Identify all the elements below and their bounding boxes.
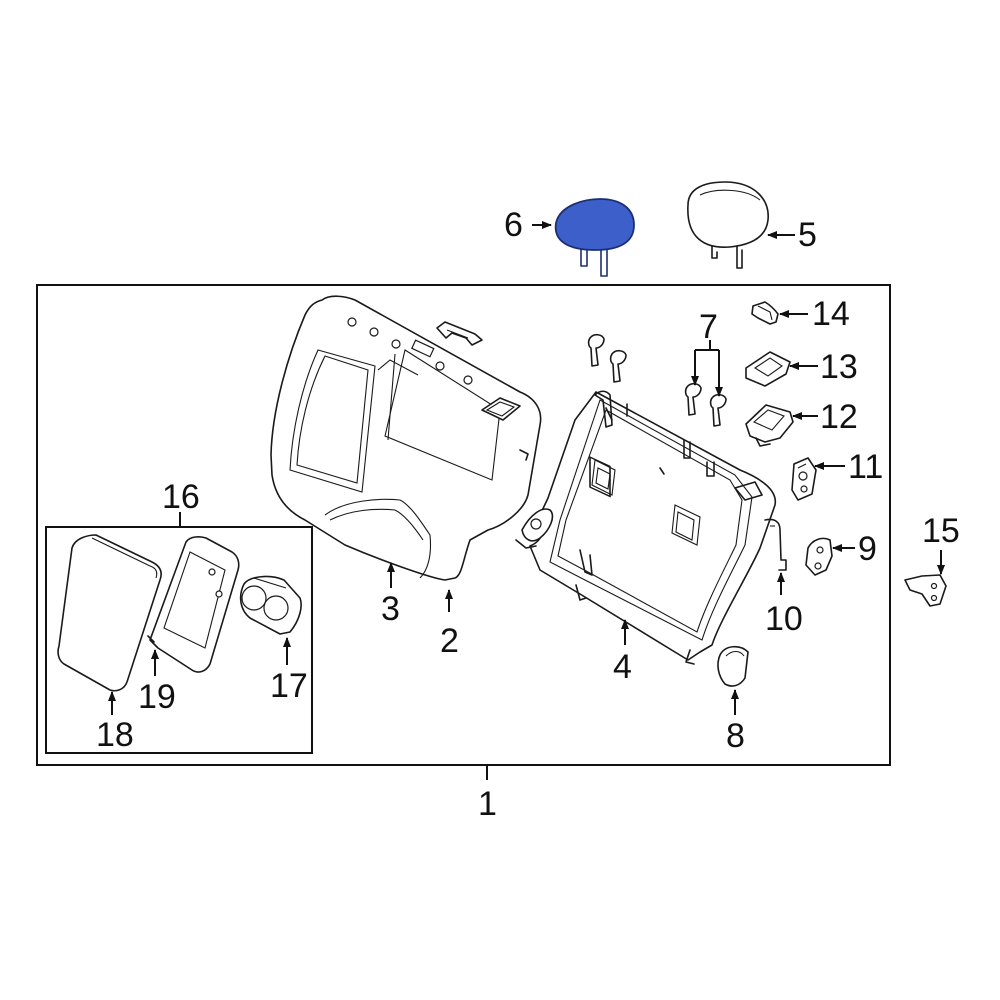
seat-back-cover[interactable] <box>270 295 542 581</box>
trim-cover[interactable] <box>717 645 749 687</box>
lock-mechanism[interactable] <box>791 457 817 501</box>
callout-11: 11 <box>848 448 883 486</box>
armrest-frame[interactable] <box>147 536 240 673</box>
callout-19: 19 <box>138 678 176 716</box>
callout-9: 9 <box>858 530 877 568</box>
callout-18: 18 <box>96 716 134 754</box>
release-handle[interactable] <box>745 404 794 447</box>
assembly-frame <box>36 284 891 766</box>
callout-16: 16 <box>162 478 200 516</box>
release-bezel[interactable] <box>745 351 791 387</box>
callout-4: 4 <box>613 648 632 686</box>
leader-lines <box>108 221 945 780</box>
callout-14: 14 <box>812 295 850 333</box>
callout-7: 7 <box>699 308 718 346</box>
headrest-highlighted[interactable] <box>554 198 635 277</box>
callout-13: 13 <box>820 348 858 386</box>
armrest-cover[interactable] <box>57 534 162 692</box>
callout-2: 2 <box>440 622 459 660</box>
striker-bracket[interactable] <box>805 537 833 576</box>
callout-10: 10 <box>765 600 803 638</box>
headrest[interactable] <box>687 181 769 269</box>
callout-1: 1 <box>478 785 497 823</box>
seat-back-frame[interactable] <box>515 390 776 665</box>
callout-15: 15 <box>922 512 960 550</box>
callout-12: 12 <box>820 398 858 436</box>
hook-bracket[interactable] <box>904 574 947 607</box>
callout-5: 5 <box>798 216 817 254</box>
callout-3: 3 <box>381 590 400 628</box>
callout-labels: 1 2 3 4 5 6 7 8 9 10 11 12 13 14 15 16 1… <box>96 206 960 823</box>
callout-8: 8 <box>726 717 745 755</box>
headrest-guide[interactable] <box>436 321 483 346</box>
release-cable[interactable] <box>764 518 787 571</box>
latch-cover[interactable] <box>751 301 779 325</box>
headrest-guide-posts[interactable] <box>587 333 727 427</box>
callout-6: 6 <box>504 206 523 244</box>
callout-17: 17 <box>270 667 308 705</box>
cup-holder[interactable] <box>239 575 302 635</box>
